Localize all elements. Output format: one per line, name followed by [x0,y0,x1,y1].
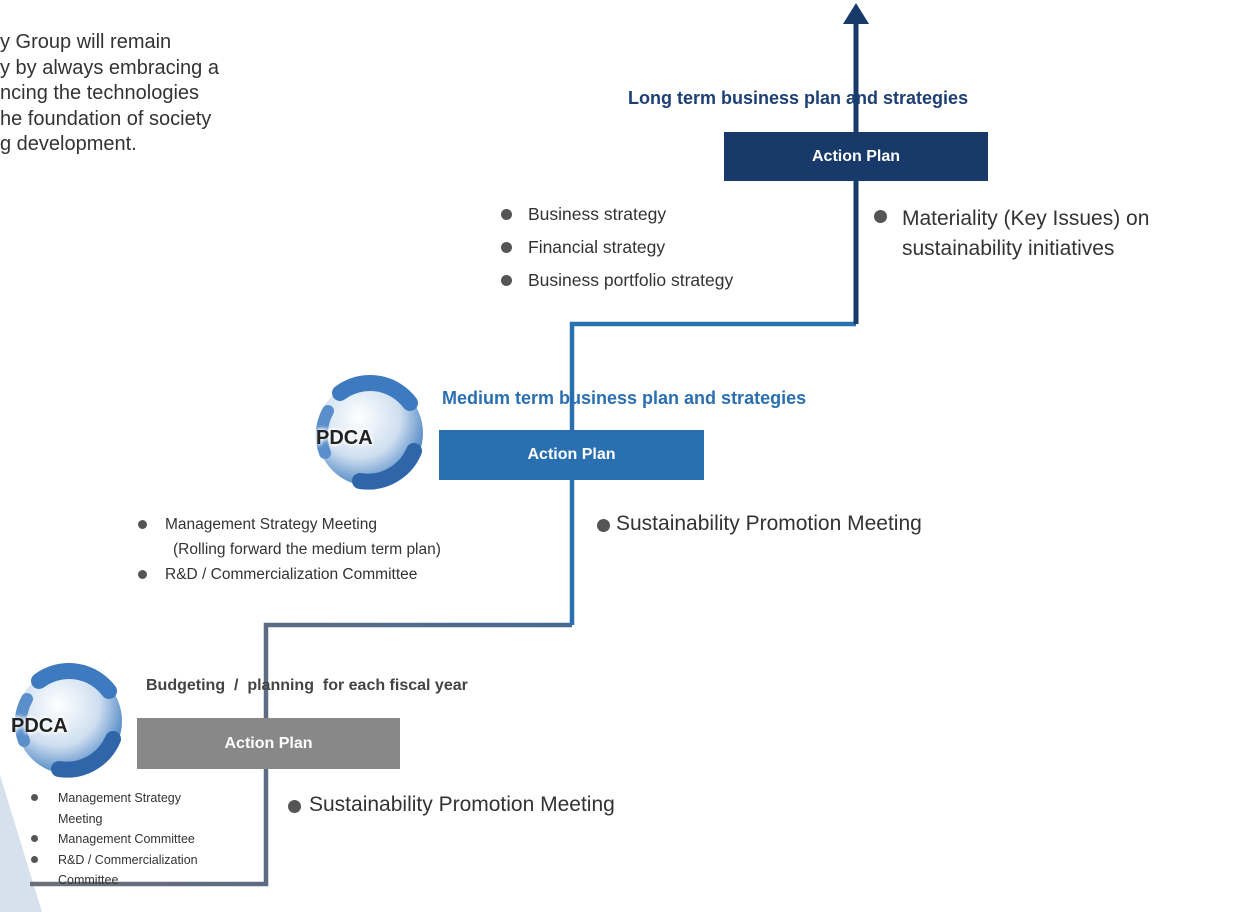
pdca-label: PDCA [11,715,68,737]
list-item: Management Strategy [30,788,198,809]
pdca-label: PDCA [316,427,373,449]
bullet-icon [31,835,38,842]
long-term-action-plan: Action Plan [724,132,988,181]
list-item-continuation: Committee [58,873,119,887]
corner-shape [0,775,42,912]
bullet-icon [31,794,38,801]
long-term-materiality: Materiality (Key Issues) on sustainabili… [874,204,1149,264]
bullet-icon [31,855,38,863]
list-item: R&D / Commercialization [30,850,198,871]
fiscal-year-heading: Budgeting / planning for each fiscal yea… [146,677,468,694]
list-item-continuation: Meeting [58,811,103,826]
bullet-icon [138,520,147,529]
bullet-icon [501,209,512,220]
medium-term-meeting-list: Management Strategy Meeting (Rolling for… [136,512,441,587]
medium-term-sustainability-meeting: Sustainability Promotion Meeting [597,512,922,536]
list-item: Business portfolio strategy [500,268,733,301]
pdca-cycle-icon [315,375,423,490]
list-item-note: (Rolling forward the medium term plan) [173,541,441,558]
bullet-icon [288,800,301,813]
medium-term-action-plan: Action Plan [439,430,704,480]
long-term-strategy-list: Business strategy Financial strategy Bus… [500,202,733,301]
bullet-icon [501,242,512,253]
list-item: R&D / Commercialization Committee [136,562,441,587]
list-item: Management Committee [30,829,198,850]
step-line-middle [569,321,856,625]
arrow-head-icon [843,3,869,24]
intro-text: y Group will remain y by always embracin… [0,31,219,155]
bullet-icon [597,519,610,532]
bullet-icon [501,275,512,286]
medium-term-heading: Medium term business plan and strategies [442,388,807,408]
fiscal-year-sustainability-meeting: Sustainability Promotion Meeting [288,793,615,817]
list-item: Financial strategy [500,235,733,268]
long-term-heading: Long term business plan and strategies [628,88,969,108]
bullet-icon [138,570,147,579]
fiscal-year-action-plan: Action Plan [137,718,400,769]
list-item: Management Strategy Meeting [136,512,441,537]
bullet-icon [874,210,887,223]
pdca-cycle-icon [14,663,122,778]
list-item: Business strategy [500,202,733,235]
fiscal-year-meeting-list: Management Strategy Meeting Management C… [30,788,198,891]
